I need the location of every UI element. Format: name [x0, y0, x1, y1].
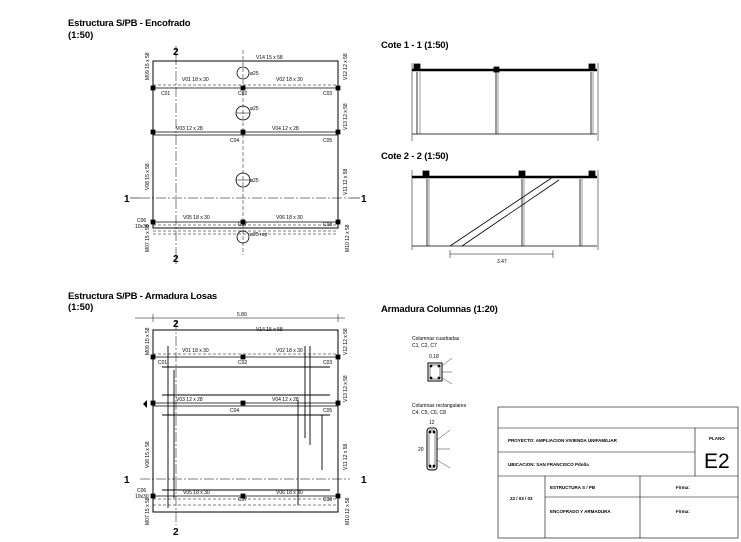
- label-phi25-top: ø25: [250, 71, 259, 77]
- axis-arm-1-right: 1: [361, 475, 367, 486]
- tb-estructura: ESTRUCTURA S / PB: [550, 485, 596, 490]
- label-arm-m10: M10 12 x 58: [345, 497, 351, 525]
- columnas-labels: Columnas cuadradas C1, C2, C7 0.18 Colum…: [412, 336, 467, 453]
- label-phi25-mid: ø25: [250, 106, 259, 112]
- label-arm-m07: M07 15 x 58: [145, 497, 151, 525]
- label-m10: M10 12 x 58: [345, 224, 351, 252]
- label-arm-v14: V14 15 x 58: [256, 327, 283, 333]
- label-arm-c05: C05: [323, 408, 332, 414]
- axis-arm-1-left: 1: [124, 475, 130, 486]
- label-c03: C03: [323, 91, 332, 97]
- column-details: [426, 357, 453, 471]
- label-arm-c04: C04: [230, 408, 239, 414]
- axis-2-bottom: 2: [173, 254, 179, 265]
- label-c07: C07: [238, 222, 247, 228]
- label-arm-v09: M09 15 x 58: [145, 327, 151, 355]
- label-c02: C02: [238, 91, 247, 97]
- label-v05: V05 18 x 30: [183, 215, 210, 221]
- label-c08: C08: [323, 222, 332, 228]
- tb-plano-label: PLANO: [709, 436, 725, 441]
- label-v04: V04 12 x 28: [272, 126, 299, 132]
- armadura-plan: [135, 314, 350, 525]
- tb-ubicacion: UBICACION: SAN FRANCISCO Pdoña: [508, 462, 589, 467]
- label-arm-v03: V03 12 x 28: [176, 397, 203, 403]
- label-cut-dim: 3.47: [497, 259, 507, 265]
- label-arm-c06: C06: [137, 488, 146, 494]
- axis-1-right: 1: [361, 194, 367, 205]
- tb-proyecto: PROYECTO: AMPLIACION VIVIENDA UNIFAMILIA…: [508, 438, 618, 443]
- label-v02: V02 18 x 30: [276, 77, 303, 83]
- encofrado-scale: (1:50): [68, 30, 94, 41]
- label-arm-v01: V01 18 x 30: [182, 348, 209, 354]
- corte22-drawing: [411, 170, 599, 258]
- label-v01: V01 18 x 30: [182, 77, 209, 83]
- label-v11: V11 12 x 58: [343, 168, 349, 195]
- label-v03: V03 12 x 28: [176, 126, 203, 132]
- label-v09: M09 15 x 58: [145, 52, 151, 80]
- tb-fecha: 22 / 03 / 03: [510, 496, 533, 501]
- label-v08: V08 15 x 58: [145, 163, 151, 190]
- label-arm-v02: V02 18 x 30: [276, 348, 303, 354]
- label-col-cuadradas: Columnas cuadradas: [412, 336, 460, 342]
- armadura-labels: 5.80 V14 15 x 58 V01 18 x 30 V02 18 x 30…: [124, 312, 367, 538]
- label-col-dim3: 20: [418, 447, 424, 453]
- label-arm-v05: V05 18 x 30: [183, 490, 210, 496]
- tb-firma2: Firma:: [676, 509, 690, 514]
- label-col-cuad-list: C1, C2, C7: [412, 343, 437, 349]
- label-phi25-bottom: ø25 rep: [250, 232, 267, 238]
- label-arm-v12: V12 12 x 58: [343, 328, 349, 355]
- tb-contenido: ENCOFRADO Y ARMADURA: [550, 509, 611, 514]
- label-v06: V06 18 x 30: [276, 215, 303, 221]
- tb-firma1: Firma:: [676, 485, 690, 490]
- columnas-title: Armadura Columnas (1:20): [381, 304, 498, 315]
- label-col-dim2: 12: [429, 420, 435, 426]
- label-arm-c02: C02: [238, 360, 247, 366]
- label-arm-c01: C01: [158, 360, 167, 366]
- label-arm-v13: V13 12 x 58: [343, 375, 349, 402]
- encofrado-labels: V14 15 x 58 V01 18 x 30 V02 18 x 30 V03 …: [124, 47, 367, 265]
- title-block: [497, 406, 739, 539]
- label-arm-v06: V06 18 x 30: [276, 490, 303, 496]
- label-c06: C06: [137, 218, 146, 224]
- label-arm-c03: C03: [323, 360, 332, 366]
- label-v14: V14 15 x 58: [256, 55, 283, 61]
- armadura-title: Estructura S/PB - Armadura Losas: [68, 291, 217, 302]
- axis-1-left: 1: [124, 194, 130, 205]
- plan-outline: [152, 60, 339, 229]
- label-m07: M07 15 x 58: [145, 224, 151, 252]
- label-arm-v08: V08 15 x 58: [145, 441, 151, 468]
- corte11-drawing: [411, 63, 599, 141]
- label-phi25-lower: ø25: [250, 178, 259, 184]
- label-arm-v04: V04 12 x 28: [272, 397, 299, 403]
- encofrado-title: Estructura S/PB - Encofrado: [68, 18, 191, 29]
- armadura-scale: (1:50): [68, 302, 94, 313]
- axis-2-top: 2: [173, 47, 179, 58]
- label-total: 5.80: [237, 312, 247, 318]
- label-col-rect-list: C4, C5, C6, C8: [412, 410, 446, 416]
- label-col-dim1: 0.18: [429, 354, 439, 360]
- label-c04: C04: [230, 138, 239, 144]
- label-arm-c07: C07: [238, 497, 247, 503]
- label-c05: C05: [323, 138, 332, 144]
- label-v12: V12 12 x 58: [343, 53, 349, 80]
- label-arm-c06-dim: 10x30: [135, 494, 149, 500]
- label-col-rectangulares: Columnas rectangulares: [412, 403, 467, 409]
- label-c06-dim: 10x30: [135, 224, 149, 230]
- axis-arm-2-top: 2: [173, 319, 179, 330]
- encofrado-plan: [130, 46, 360, 264]
- title-block-text: PROYECTO: AMPLIACION VIVIENDA UNIFAMILIA…: [508, 436, 730, 514]
- tb-plano-number: E2: [704, 450, 730, 473]
- corte11-title: Cote 1 - 1 (1:50): [381, 40, 449, 51]
- corte22-title: Cote 2 - 2 (1:50): [381, 151, 449, 162]
- label-arm-c08: C08: [323, 497, 332, 503]
- axis-arm-2-bottom: 2: [173, 527, 179, 538]
- label-c01: C01: [161, 91, 170, 97]
- label-arm-v11: V11 12 x 58: [343, 443, 349, 470]
- label-v13: V13 12 x 58: [343, 103, 349, 130]
